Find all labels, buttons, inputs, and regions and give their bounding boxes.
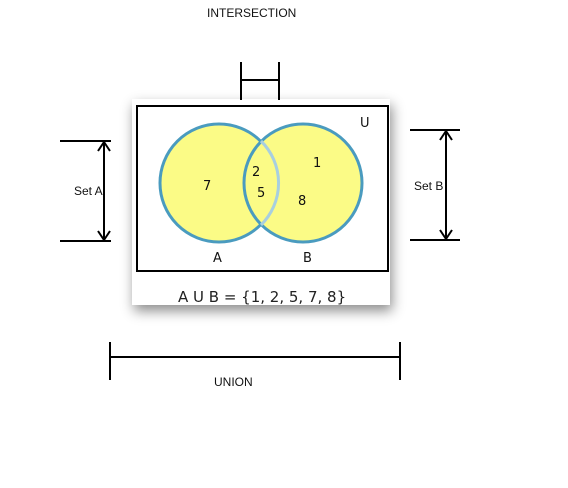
circle-b xyxy=(242,122,364,244)
set-b-label: Set B xyxy=(414,179,444,193)
set-a-dimension-line xyxy=(60,140,111,242)
union-dimension-line xyxy=(109,342,401,380)
region-intersection-value-2: 5 xyxy=(257,186,265,201)
region-b-only-value-2: 8 xyxy=(298,194,306,209)
set-b-dimension-line xyxy=(410,129,460,241)
intersection-boundary xyxy=(259,139,280,227)
circle-a-label: A xyxy=(213,251,222,266)
universe-label: U xyxy=(360,116,370,131)
intersection-bracket xyxy=(240,62,280,100)
region-a-only-value: 7 xyxy=(203,179,211,194)
circle-b-label: B xyxy=(303,251,312,266)
union-formula: A U B = {1, 2, 5, 7, 8} xyxy=(178,288,346,306)
union-title: UNION xyxy=(214,375,253,389)
region-b-only-value-1: 1 xyxy=(313,156,321,171)
region-intersection-value-1: 2 xyxy=(252,165,260,180)
set-a-label: Set A xyxy=(74,184,103,198)
intersection-title: INTERSECTION xyxy=(207,6,297,20)
